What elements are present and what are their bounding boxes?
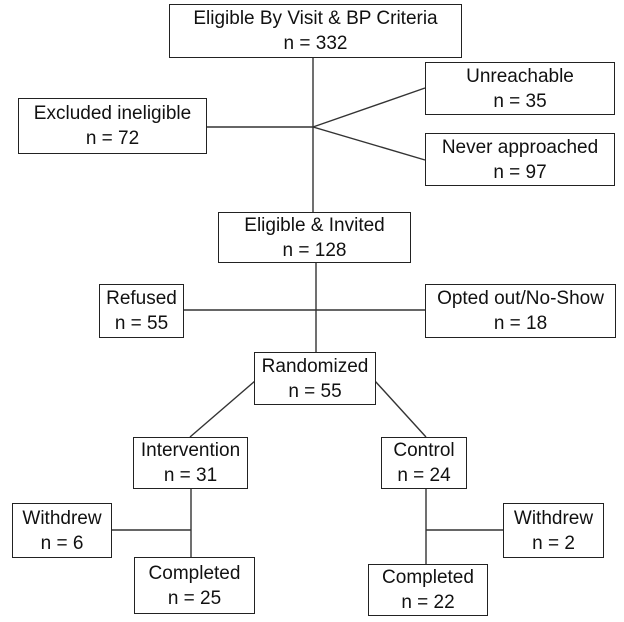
- box-label: Completed: [382, 567, 474, 588]
- connector-to-intervention: [189, 380, 256, 438]
- box-count: n = 97: [493, 161, 547, 183]
- box-count: n = 35: [493, 90, 547, 112]
- box-randomized: Randomized n = 55: [254, 352, 376, 405]
- box-label: Opted out/No-Show: [437, 288, 604, 309]
- box-label: Intervention: [140, 440, 241, 461]
- box-count: n = 31: [163, 465, 218, 486]
- box-label: Unreachable: [466, 65, 574, 87]
- box-excluded-ineligible: Excluded ineligible n = 72: [18, 98, 207, 154]
- box-count: n = 6: [40, 532, 84, 554]
- box-count: n = 55: [288, 380, 342, 402]
- box-control: Control n = 24: [381, 437, 467, 489]
- connector-to-unreachable: [312, 87, 426, 128]
- box-withdrew-control: Withdrew n = 2: [503, 503, 604, 558]
- box-opted-out: Opted out/No-Show n = 18: [425, 284, 616, 338]
- box-eligible-by-visit: Eligible By Visit & BP Criteria n = 332: [169, 4, 462, 58]
- box-intervention: Intervention n = 31: [133, 437, 248, 489]
- box-eligible-invited: Eligible & Invited n = 128: [218, 212, 411, 263]
- box-label: Refused: [106, 288, 177, 309]
- box-count: n = 332: [283, 33, 348, 54]
- box-label: Excluded ineligible: [33, 103, 192, 124]
- box-label: Never approached: [441, 136, 599, 158]
- box-label: Control: [393, 440, 455, 461]
- box-completed-intervention: Completed n = 25: [134, 557, 255, 614]
- box-refused: Refused n = 55: [99, 284, 184, 338]
- connector-to-never-approached: [312, 126, 426, 161]
- box-count: n = 24: [397, 465, 451, 486]
- box-count: n = 25: [167, 587, 222, 609]
- box-label: Eligible & Invited: [244, 214, 385, 236]
- connector-to-control: [374, 380, 427, 438]
- box-completed-control: Completed n = 22: [368, 564, 488, 616]
- box-count: n = 55: [114, 313, 169, 334]
- box-withdrew-intervention: Withdrew n = 6: [12, 503, 112, 558]
- box-count: n = 22: [401, 592, 455, 613]
- box-label: Withdrew: [22, 507, 102, 529]
- box-label: Completed: [148, 562, 241, 584]
- box-never-approached: Never approached n = 97: [425, 133, 615, 186]
- box-count: n = 2: [532, 532, 575, 554]
- box-count: n = 128: [282, 239, 347, 261]
- box-label: Withdrew: [513, 507, 594, 529]
- box-label: Randomized: [261, 355, 369, 377]
- box-count: n = 18: [493, 313, 548, 334]
- box-label: Eligible By Visit & BP Criteria: [193, 8, 438, 29]
- box-unreachable: Unreachable n = 35: [425, 62, 615, 115]
- box-count: n = 72: [85, 128, 140, 149]
